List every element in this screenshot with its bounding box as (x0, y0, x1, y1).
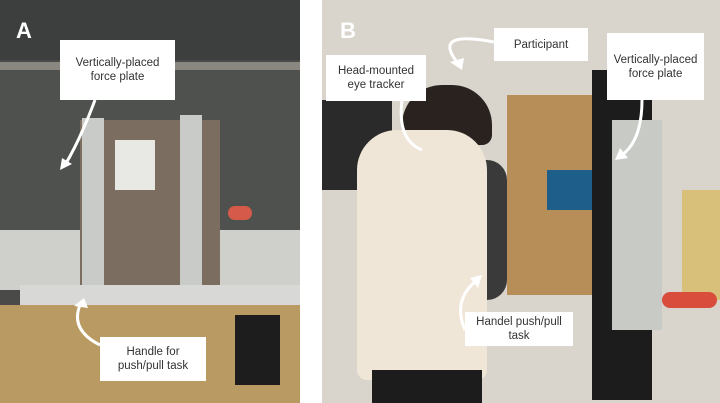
panel-b-letter: B (340, 18, 356, 43)
monitor (547, 170, 592, 210)
amplifier-box (235, 315, 280, 385)
force-plate (115, 140, 155, 190)
label-force-plate-b: Vertically-placed force plate (607, 33, 704, 100)
panel-a-photo: A Vertically-placed force plate Handle f… (0, 0, 300, 403)
force-plate-frame (612, 120, 662, 330)
rail-left (82, 118, 104, 298)
red-handle (662, 292, 717, 308)
label-force-plate-a: Vertically-placed force plate (60, 40, 175, 100)
label-handle-b: Handel push/pull task (465, 312, 573, 346)
participant-pants (372, 370, 482, 403)
panel-a-letter: A (16, 18, 32, 43)
panel-b-photo: B Participant Head-mounted eye tracker V… (322, 0, 720, 403)
rail-right (180, 115, 202, 300)
label-participant: Participant (494, 28, 588, 61)
red-handle (228, 206, 252, 220)
yellow-cloth (682, 190, 720, 300)
label-handle-a: Handle for push/pull task (100, 337, 206, 381)
label-eye-tracker: Head-mounted eye tracker (326, 55, 426, 101)
aluminum-beam (20, 285, 300, 305)
